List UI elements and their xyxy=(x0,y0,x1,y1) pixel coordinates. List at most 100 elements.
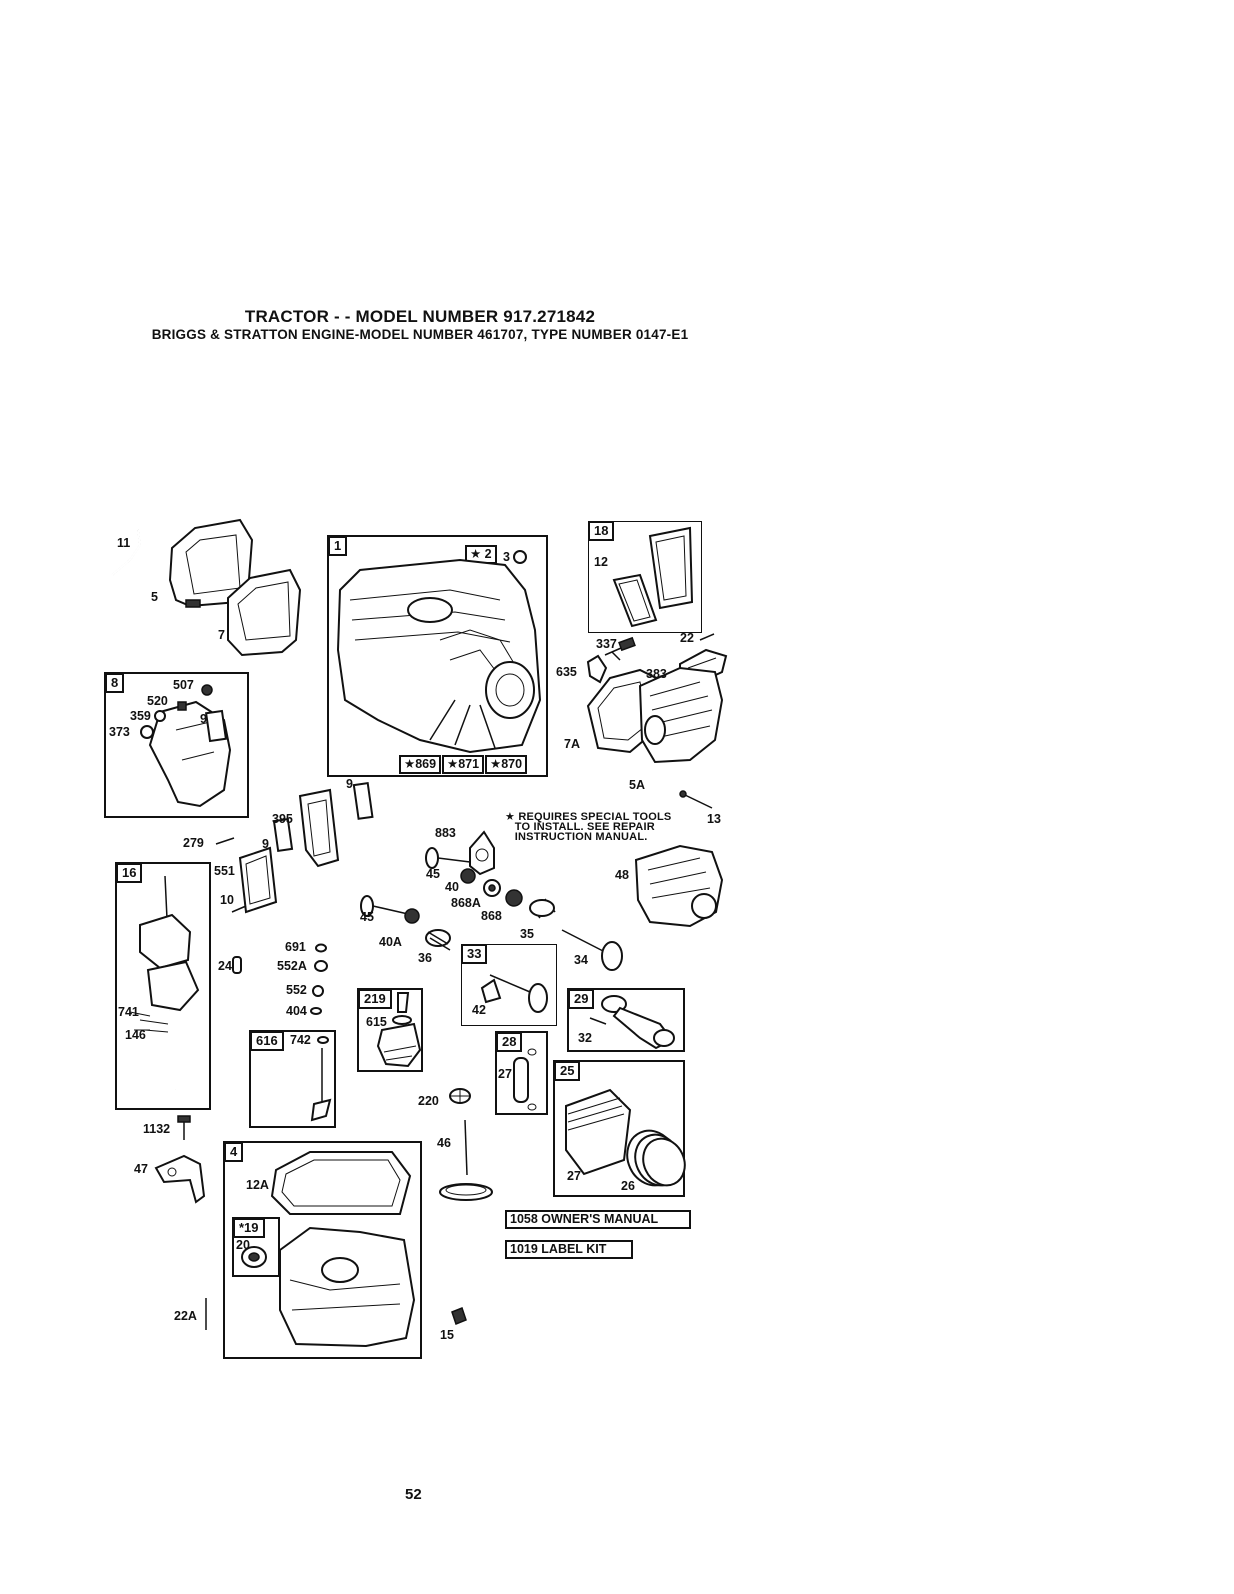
label-615: 615 xyxy=(366,1015,387,1029)
head-gasket-part xyxy=(586,668,662,754)
screw-279-part xyxy=(215,837,235,845)
label-27-pin: 27 xyxy=(498,1067,512,1081)
label-24: 24 xyxy=(218,959,232,973)
page-number: 52 xyxy=(405,1486,422,1503)
tag-871: ★871 xyxy=(442,755,485,774)
label-635: 635 xyxy=(556,665,577,679)
box-616-header: 616 xyxy=(250,1031,284,1051)
box-219-header: 219 xyxy=(358,989,392,1009)
label-868: 868 xyxy=(481,909,502,923)
box-4-sump: 4 xyxy=(223,1141,422,1359)
box-33-valve: 33 xyxy=(461,944,557,1026)
label-9-breather: 9 xyxy=(200,712,207,726)
box-28-header: 28 xyxy=(496,1032,523,1052)
label-20: 20 xyxy=(236,1238,250,1252)
label-742: 742 xyxy=(290,1033,311,1047)
plug-15-part xyxy=(451,1307,467,1325)
label-5A: 5A xyxy=(629,778,645,792)
label-5: 5 xyxy=(151,590,158,604)
label-11: 11 xyxy=(117,536,131,550)
box-8-header: 8 xyxy=(105,673,125,693)
box-18-gasket-set: 18 xyxy=(588,521,702,633)
label-146: 146 xyxy=(125,1028,146,1042)
owners-manual-tag: 1058 OWNER'S MANUAL xyxy=(505,1210,691,1229)
box-28-piston-pin: 28 xyxy=(495,1031,548,1115)
label-1132: 1132 xyxy=(143,1122,171,1136)
label-359: 359 xyxy=(130,709,151,723)
box-616-governor-shaft: 616 xyxy=(249,1030,336,1128)
box-25-piston: 25 xyxy=(553,1060,685,1197)
valve-intake-45-part xyxy=(425,847,471,869)
label-36: 36 xyxy=(418,951,432,965)
tag-869: ★869 xyxy=(399,755,442,774)
page-subtitle: BRIGGS & STRATTON ENGINE-MODEL NUMBER 46… xyxy=(151,327,689,342)
label-520: 520 xyxy=(147,694,168,708)
valve-seal-40-part xyxy=(460,868,476,884)
box-29-header: 29 xyxy=(568,989,595,1009)
label-552: 552 xyxy=(286,983,307,997)
label-12A: 12A xyxy=(246,1178,269,1192)
cam-220-part xyxy=(449,1088,471,1104)
box-219-governor-gear: 219 xyxy=(357,988,423,1072)
label-404: 404 xyxy=(286,1004,307,1018)
retainer-868A-part xyxy=(483,879,501,897)
spring-35-part xyxy=(529,898,556,919)
breather-cover-part xyxy=(168,518,254,608)
box-33-header: 33 xyxy=(461,944,488,964)
label-10: 10 xyxy=(220,893,234,907)
label-3: 3 xyxy=(503,550,510,564)
bolt-13-part xyxy=(679,790,713,809)
spring-36-part xyxy=(425,929,451,951)
label-7A: 7A xyxy=(564,737,580,751)
label-12: 12 xyxy=(594,555,608,569)
label-26: 26 xyxy=(621,1179,635,1193)
pin-22-part xyxy=(699,633,715,641)
box-16-crankshaft: 16 xyxy=(115,862,211,1110)
label-9-lower: 9 xyxy=(262,837,269,851)
bracket-47-part xyxy=(154,1154,206,1204)
ignition-383-part xyxy=(679,648,728,686)
label-395: 395 xyxy=(272,812,293,826)
camshaft-part xyxy=(439,1119,493,1201)
label-35: 35 xyxy=(520,927,534,941)
label-337: 337 xyxy=(596,637,617,651)
label-9-upper: 9 xyxy=(346,777,353,791)
label-383: 383 xyxy=(646,667,667,681)
box-1-header: 1 xyxy=(328,536,348,556)
screw-10-part xyxy=(231,905,247,913)
label-552A: 552A xyxy=(277,959,307,973)
box-18-header: 18 xyxy=(588,521,615,541)
tag-2: ★ 2 xyxy=(465,545,497,564)
dowel-24-part xyxy=(232,956,242,974)
page-title: TRACTOR - - MODEL NUMBER 917.271842 xyxy=(244,307,596,326)
box-8-breather: 8 xyxy=(104,672,249,818)
label-46: 46 xyxy=(437,1136,451,1150)
label-22A: 22A xyxy=(174,1309,197,1323)
label-868A: 868A xyxy=(451,896,481,910)
valve-34-part xyxy=(561,929,623,971)
plate-551-part xyxy=(238,846,278,914)
label-40A: 40A xyxy=(379,935,402,949)
label-27-ring: 27 xyxy=(567,1169,581,1183)
seal-40A-part xyxy=(404,908,420,924)
retainer-868-part xyxy=(505,889,523,907)
bolt-1132-part xyxy=(177,1115,191,1140)
label-220: 220 xyxy=(418,1094,439,1108)
box-1-cylinder: 1 xyxy=(327,535,548,777)
label-15: 15 xyxy=(440,1328,454,1342)
small-hardware-parts xyxy=(310,943,328,1015)
label-22: 22 xyxy=(680,631,694,645)
box-19-header: *19 xyxy=(233,1218,265,1238)
cylinder-head-part xyxy=(638,666,724,764)
label-40: 40 xyxy=(445,880,459,894)
label-47: 47 xyxy=(134,1162,148,1176)
label-45-upper: 45 xyxy=(426,867,440,881)
box-29-connecting-rod: 29 xyxy=(567,988,685,1052)
label-42: 42 xyxy=(472,1003,486,1017)
label-7: 7 xyxy=(218,628,225,642)
label-883: 883 xyxy=(435,826,456,840)
label-45-lower: 45 xyxy=(360,910,374,924)
label-48: 48 xyxy=(615,868,629,882)
gasket-883-part xyxy=(469,830,495,876)
label-741: 741 xyxy=(118,1005,139,1019)
